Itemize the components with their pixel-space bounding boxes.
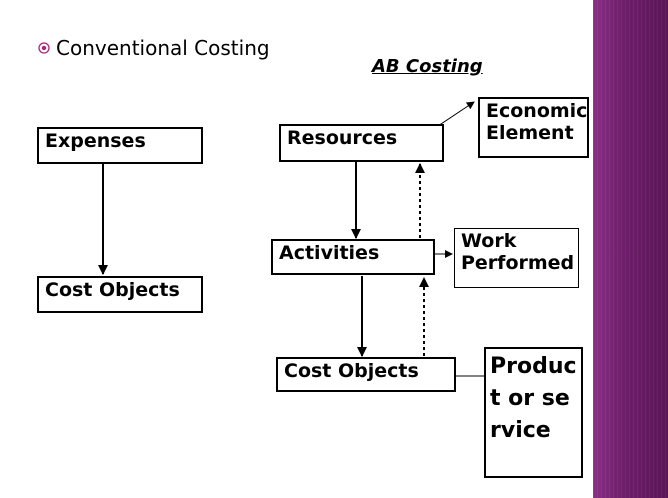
box-cost-objects-right: Cost Objects	[276, 357, 456, 392]
bullet-text: Conventional Costing	[56, 36, 270, 60]
box-economic-element: Economic Element	[478, 97, 589, 158]
box-resources-label: Resources	[287, 127, 398, 149]
bullet-conventional-costing: Conventional Costing	[38, 36, 270, 60]
box-cost-objects-left-label: Cost Objects	[45, 279, 180, 301]
decorative-side-band	[593, 0, 668, 498]
box-cost-objects-right-label: Cost Objects	[284, 360, 419, 382]
box-economic-element-label: Economic Element	[486, 100, 588, 144]
box-work-performed-label: Work Performed	[461, 230, 575, 274]
box-expenses: Expenses	[37, 127, 203, 164]
box-expenses-label: Expenses	[45, 130, 146, 152]
box-activities: Activities	[271, 239, 435, 275]
box-product-or-service-label: Product or service	[490, 354, 577, 443]
box-resources: Resources	[279, 124, 444, 162]
circle-bullet-icon	[38, 42, 50, 54]
box-product-or-service: Product or service	[484, 347, 583, 478]
box-cost-objects-left: Cost Objects	[37, 276, 203, 313]
box-activities-label: Activities	[279, 242, 380, 264]
ab-costing-title: AB Costing	[372, 56, 483, 77]
box-work-performed: Work Performed	[454, 228, 579, 288]
